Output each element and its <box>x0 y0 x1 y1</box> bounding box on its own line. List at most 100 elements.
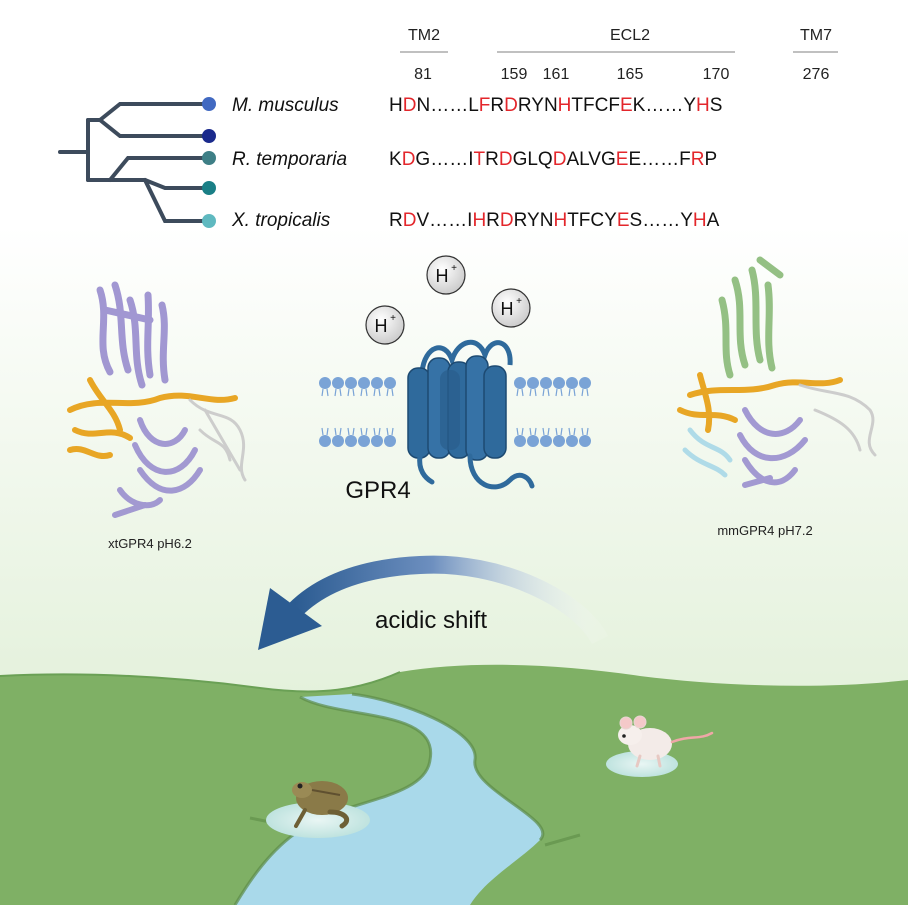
lipid-tail <box>334 427 342 436</box>
gpr4-receptor <box>407 340 535 490</box>
receptor-label: GPR4 <box>345 477 410 504</box>
lipid-tail <box>555 388 563 397</box>
species-name-mouse: M. musculus <box>232 95 339 116</box>
residue-highlighted: D <box>402 149 416 170</box>
residue: S <box>710 95 723 116</box>
species-name-xenopus: X. tropicalis <box>231 210 331 231</box>
residue: R <box>389 210 403 231</box>
residue-highlighted: D <box>504 95 518 116</box>
leaf-dot <box>202 97 216 111</box>
lipid-head <box>332 377 344 389</box>
residue: N <box>416 95 430 116</box>
lipid-tail <box>529 388 537 397</box>
structure-mmgpr4 <box>677 256 877 488</box>
lipid-head <box>566 435 578 447</box>
residue-highlighted: H <box>558 95 572 116</box>
lipid-tail <box>568 427 576 436</box>
species-name-rana: R. temporaria <box>232 149 347 170</box>
residue-highlighted: E <box>620 95 633 116</box>
lipid-head <box>384 435 396 447</box>
lipid-head <box>371 435 383 447</box>
lipid-tail <box>347 427 355 436</box>
lipid-tail <box>334 388 342 397</box>
residue: …… <box>430 95 468 116</box>
mouse-icon <box>606 715 714 777</box>
lipid-head <box>553 377 565 389</box>
residue: Y <box>683 95 696 116</box>
residue: L <box>527 149 538 170</box>
lipid-head <box>345 435 357 447</box>
lipid-head <box>566 377 578 389</box>
residue: R <box>518 95 531 116</box>
residue-highlighted: H <box>553 210 567 231</box>
lipid-tail <box>568 388 576 397</box>
lipid-head <box>553 435 565 447</box>
lipid-tail <box>542 388 550 397</box>
residue: Y <box>604 210 617 231</box>
leaf-dot <box>202 181 216 195</box>
residue-highlighted: H <box>693 210 707 231</box>
label-xtgpr4: xtGPR4 pH6.2 <box>108 536 192 551</box>
residue-highlighted: D <box>403 210 417 231</box>
residue: K <box>633 95 646 116</box>
lipid-head <box>579 377 591 389</box>
svg-text:+: + <box>516 296 522 307</box>
residue: R <box>486 210 500 231</box>
svg-text:+: + <box>451 263 457 274</box>
position-165: 165 <box>617 66 644 83</box>
svg-text:H: H <box>436 266 449 286</box>
sequence-xenopus: RDV……IHRDRYNHTFCYES……YHA <box>389 210 720 231</box>
residue: Y <box>527 210 540 231</box>
acidic-shift-arrow <box>258 555 609 650</box>
position-170: 170 <box>703 66 730 83</box>
residue: F <box>608 95 620 116</box>
lipid-tail <box>529 427 537 436</box>
lipid-tail <box>321 427 329 436</box>
lipid-head <box>358 435 370 447</box>
lipid-tail <box>555 427 563 436</box>
leaf-dot <box>202 214 216 228</box>
region-label-tm7: TM7 <box>800 27 832 44</box>
residue: G <box>601 149 616 170</box>
lipid-tail <box>581 388 589 397</box>
lipid-head <box>319 377 331 389</box>
region-label-ecl2: ECL2 <box>610 27 650 44</box>
residue: A <box>566 149 579 170</box>
lipid-head <box>540 377 552 389</box>
lipid-tail <box>360 388 368 397</box>
residue: R <box>490 95 504 116</box>
phylogenetic-tree <box>58 102 210 223</box>
residue: S <box>630 210 643 231</box>
residue: E <box>628 149 641 170</box>
lipid-tail <box>581 427 589 436</box>
lipid-head <box>332 435 344 447</box>
position-81: 81 <box>414 66 432 83</box>
residue: R <box>485 149 499 170</box>
svg-text:H: H <box>375 316 388 336</box>
residue-highlighted: H <box>472 210 486 231</box>
residue: Y <box>680 210 693 231</box>
residue: N <box>540 210 554 231</box>
lipid-head <box>527 435 539 447</box>
residue-highlighted: D <box>500 210 514 231</box>
residue-highlighted: E <box>617 210 630 231</box>
residue: …… <box>429 210 467 231</box>
residue: Q <box>538 149 553 170</box>
residue: T <box>571 95 583 116</box>
residue: …… <box>642 210 680 231</box>
lipid-head <box>514 435 526 447</box>
lipid-head <box>514 377 526 389</box>
residue-highlighted: D <box>553 149 567 170</box>
residue: G <box>415 149 430 170</box>
residue-highlighted: R <box>691 149 705 170</box>
lipid-tail <box>360 427 368 436</box>
lipid-tail <box>373 427 381 436</box>
residue: …… <box>645 95 683 116</box>
residue: I <box>467 210 472 231</box>
residue: N <box>544 95 558 116</box>
lipid-tail <box>516 427 524 436</box>
lipid-tail <box>516 388 524 397</box>
lipid-tail <box>347 388 355 397</box>
